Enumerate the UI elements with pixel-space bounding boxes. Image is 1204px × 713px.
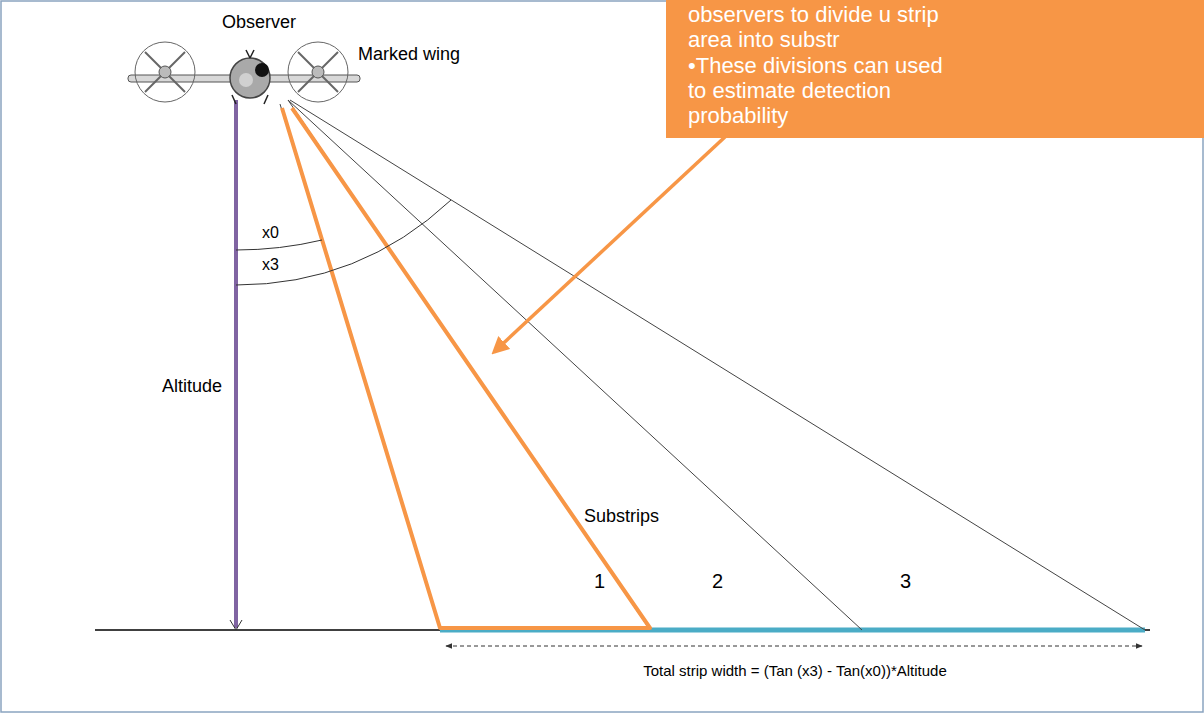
sight-lines [280,100,1145,630]
angle-arc [236,200,451,285]
part-label: Substrips [584,506,659,527]
part-label: Marked wing [358,44,460,65]
altitude-tick [230,620,242,630]
callout-text: observers to divide u strip area into su… [688,2,950,53]
airplane [128,42,360,104]
part-label: Altitude [162,376,222,397]
callout-number: 1 [594,570,605,593]
callout-text: •These divisions can used to estimate de… [688,53,950,129]
angle-label: x3 [262,256,279,274]
altitude-line [234,100,238,628]
dimension-arrow [446,646,1142,647]
angle-label: x0 [262,224,279,242]
callout-box: observers to divide u strip area into su… [666,0,1204,138]
part-label: Observer [222,12,296,33]
callout-number: 3 [900,570,911,593]
callout-number: 2 [712,570,723,593]
formula-caption: Total strip width = (Tan (x3) - Tan(x0))… [643,662,947,679]
angle-arc [236,240,322,250]
substrip-outline [282,108,650,628]
